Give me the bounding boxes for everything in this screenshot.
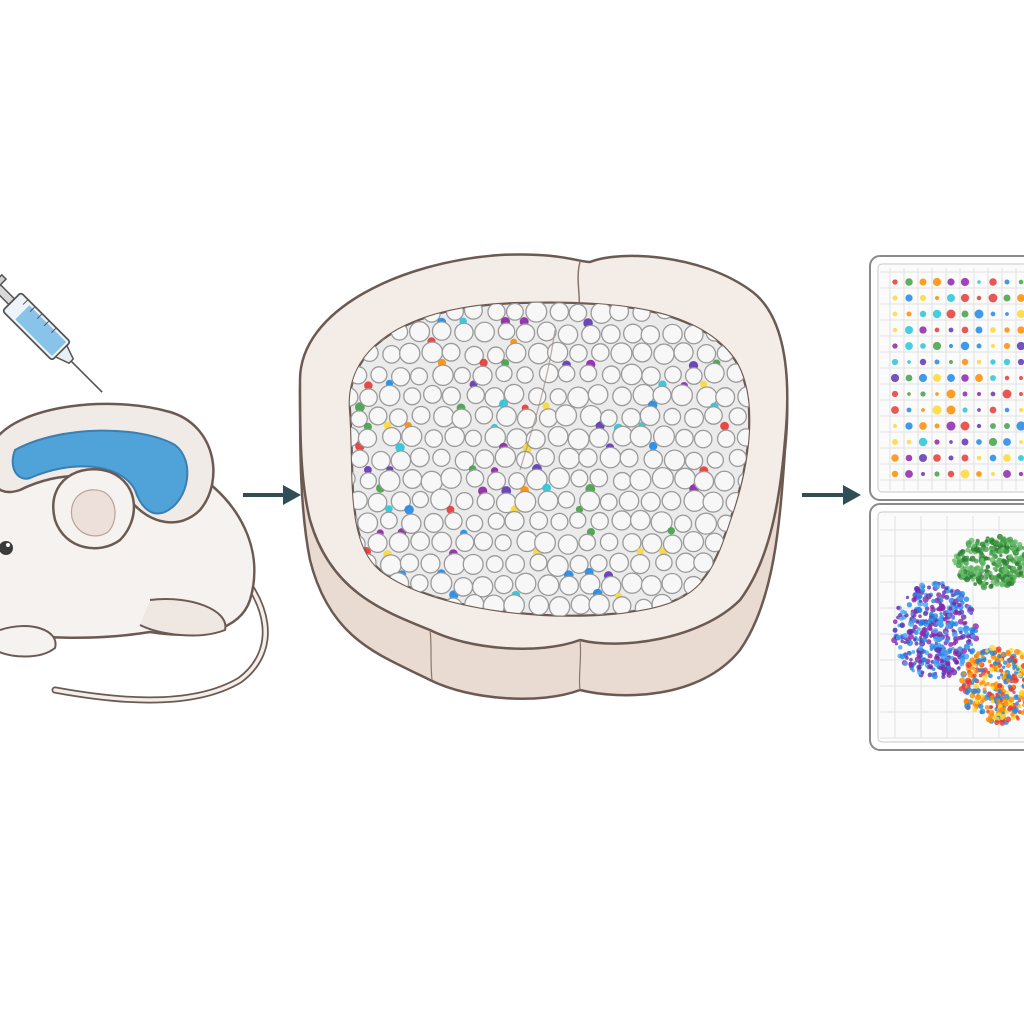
- mouse-illustration: [0, 402, 269, 704]
- tissue-slice-icon: [298, 253, 789, 700]
- arrow-tissue-to-analysis: [802, 485, 861, 505]
- dot-matrix-plot-icon: [869, 255, 1024, 501]
- arrow-injection-to-tissue: [243, 485, 301, 505]
- cluster-scatter-plot-icon: [869, 503, 1024, 751]
- syringe-icon: [0, 273, 103, 393]
